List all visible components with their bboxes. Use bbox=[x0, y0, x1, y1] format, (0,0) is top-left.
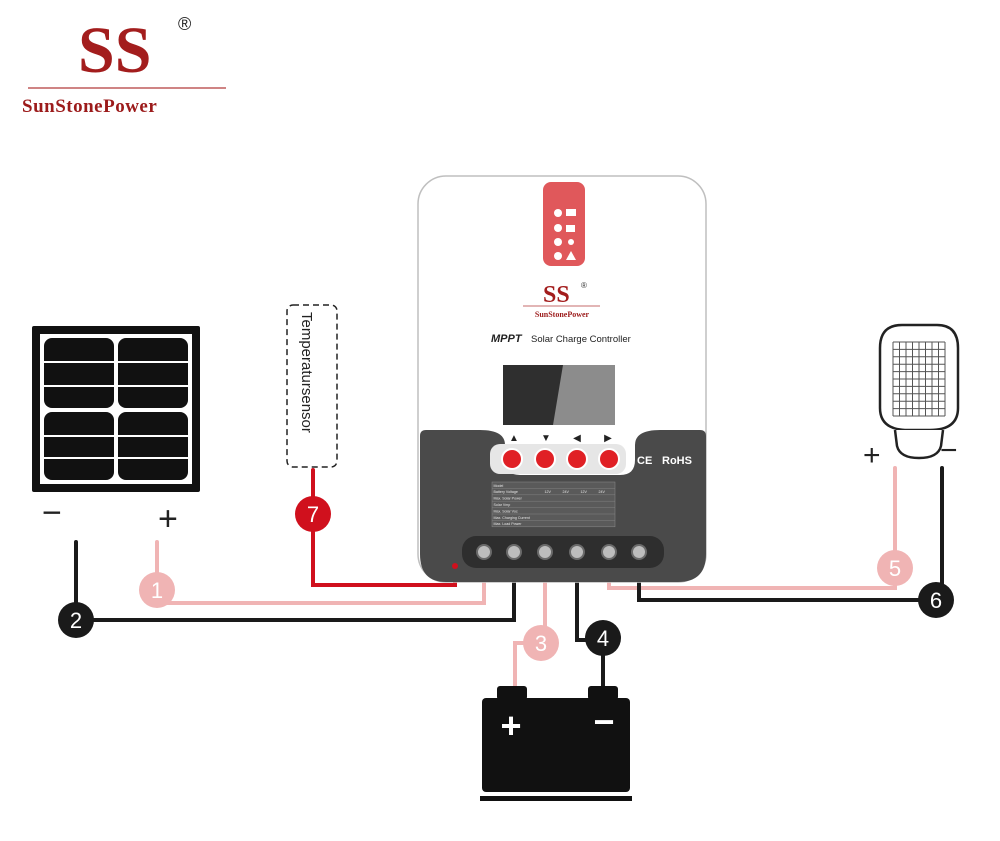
spec-cell: 24V bbox=[599, 490, 606, 494]
btn-down-glyph: ▼ bbox=[541, 433, 551, 444]
solar-panel-icon bbox=[32, 326, 200, 492]
rohs-mark: RoHS bbox=[662, 455, 692, 467]
btn-up-glyph: ▲ bbox=[509, 433, 519, 444]
marker-6-label: 6 bbox=[930, 588, 942, 613]
marker-5: 5 bbox=[877, 550, 913, 586]
lamp-minus-label: − bbox=[940, 434, 958, 467]
btn-left-glyph: ◀ bbox=[573, 433, 581, 444]
spec-cell: Max. Charging Current bbox=[494, 516, 530, 520]
spec-cell: Max. Solar Power bbox=[494, 497, 523, 501]
controller-registered-mark: ® bbox=[581, 281, 587, 290]
controller-title: Solar Charge Controller bbox=[531, 334, 631, 345]
btn-right-glyph: ▶ bbox=[604, 433, 612, 444]
panel-plus-label: + bbox=[158, 500, 178, 538]
marker-5-label: 5 bbox=[889, 556, 901, 581]
ce-mark: CE bbox=[637, 455, 652, 467]
spec-cell: Model bbox=[494, 484, 504, 488]
marker-4-label: 4 bbox=[597, 626, 609, 651]
button-up bbox=[501, 448, 523, 470]
spec-cell: 12V bbox=[545, 490, 552, 494]
marker-3: 3 bbox=[523, 625, 559, 661]
temp-sensor-label: Temperatursensor bbox=[298, 312, 315, 433]
terminals bbox=[476, 544, 647, 560]
mppt-label: MPPT bbox=[491, 333, 523, 345]
spec-cell: Solar Vmp bbox=[494, 503, 511, 507]
registered-mark: ® bbox=[178, 14, 192, 34]
marker-4: 4 bbox=[585, 620, 621, 656]
marker-3-label: 3 bbox=[535, 631, 547, 656]
spec-cell: 24V bbox=[563, 490, 570, 494]
button-down bbox=[534, 448, 556, 470]
brand-name: SunStonePower bbox=[22, 96, 158, 117]
spec-cell: Battery Voltage bbox=[494, 490, 518, 494]
marker-1: 1 bbox=[139, 572, 175, 608]
temp-sensor-box bbox=[286, 304, 338, 468]
marker-2: 2 bbox=[58, 602, 94, 638]
terminal-6 bbox=[631, 544, 647, 560]
wire-2-panel-negative bbox=[74, 540, 516, 622]
terminal-1 bbox=[476, 544, 492, 560]
marker-7-label: 7 bbox=[307, 502, 319, 527]
marker-1-label: 1 bbox=[151, 578, 163, 603]
terminal-2 bbox=[506, 544, 522, 560]
battery-minus-label: − bbox=[593, 701, 614, 742]
controller-buttons bbox=[501, 448, 620, 470]
marker-6: 6 bbox=[918, 582, 954, 618]
battery-plus-label: + bbox=[500, 705, 521, 746]
spec-cell: Max. Load Power bbox=[494, 522, 523, 526]
terminal-3 bbox=[537, 544, 553, 560]
controller-logo-letters: SS bbox=[543, 282, 570, 308]
logo-letters: SS bbox=[78, 14, 151, 87]
sensor-port bbox=[452, 563, 458, 569]
spec-cell: 12V bbox=[581, 490, 588, 494]
terminal-5 bbox=[601, 544, 617, 560]
terminal-4 bbox=[569, 544, 585, 560]
button-left bbox=[566, 448, 588, 470]
spec-cell: Max. Solar Voc bbox=[494, 509, 518, 513]
battery-icon bbox=[480, 686, 632, 801]
marker-7: 7 bbox=[295, 496, 331, 532]
led-lamp-icon bbox=[878, 323, 960, 460]
button-right bbox=[598, 448, 620, 470]
marker-2-label: 2 bbox=[70, 608, 82, 633]
panel-minus-label: − bbox=[42, 494, 62, 532]
charge-controller: SS ® SunStonePower MPPT Solar Charge Con… bbox=[417, 175, 707, 583]
brand-logo: SS bbox=[28, 14, 226, 89]
controller-brand-name: SunStonePower bbox=[535, 310, 590, 319]
lamp-plus-label: + bbox=[863, 439, 881, 472]
